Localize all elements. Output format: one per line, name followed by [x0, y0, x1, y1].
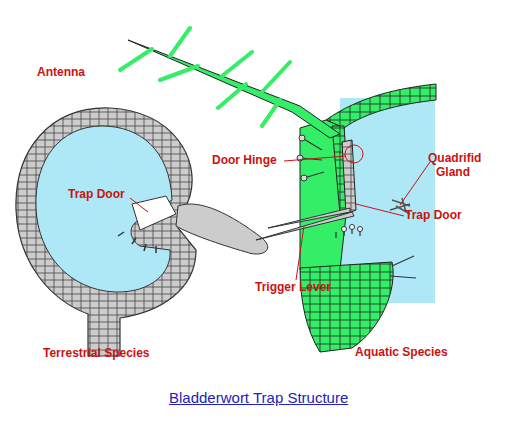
part-label: Terrestrial Species — [43, 346, 150, 360]
terrestrial-bladder — [16, 108, 268, 356]
threshold-collar — [300, 262, 393, 352]
trap-door — [342, 140, 356, 214]
part-label: Trigger Lever — [255, 280, 331, 294]
bladder-wall — [16, 108, 196, 356]
glands — [336, 228, 360, 238]
part-label: Antenna — [37, 65, 85, 79]
part-label: Aquatic Species — [355, 345, 448, 359]
part-label: Quadrifid Gland — [428, 151, 478, 179]
leader-lines — [130, 145, 430, 280]
trigger-hair — [256, 212, 354, 240]
hinge-circle — [345, 145, 363, 163]
diagram-title: Bladderwort Trap Structure — [169, 389, 348, 406]
trap-door — [132, 196, 176, 230]
part-label: Trap Door — [405, 208, 462, 222]
beak-appendage — [176, 204, 268, 254]
hairs — [390, 256, 416, 278]
trigger-hair — [268, 208, 350, 228]
antenna-shape — [128, 40, 340, 138]
aquatic-bladder — [120, 28, 436, 352]
glands — [118, 232, 156, 253]
bladder-wall — [326, 84, 436, 128]
part-label: Door Hinge — [212, 153, 277, 167]
part-label: Trap Door — [68, 187, 125, 201]
antenna-branch — [120, 28, 290, 126]
